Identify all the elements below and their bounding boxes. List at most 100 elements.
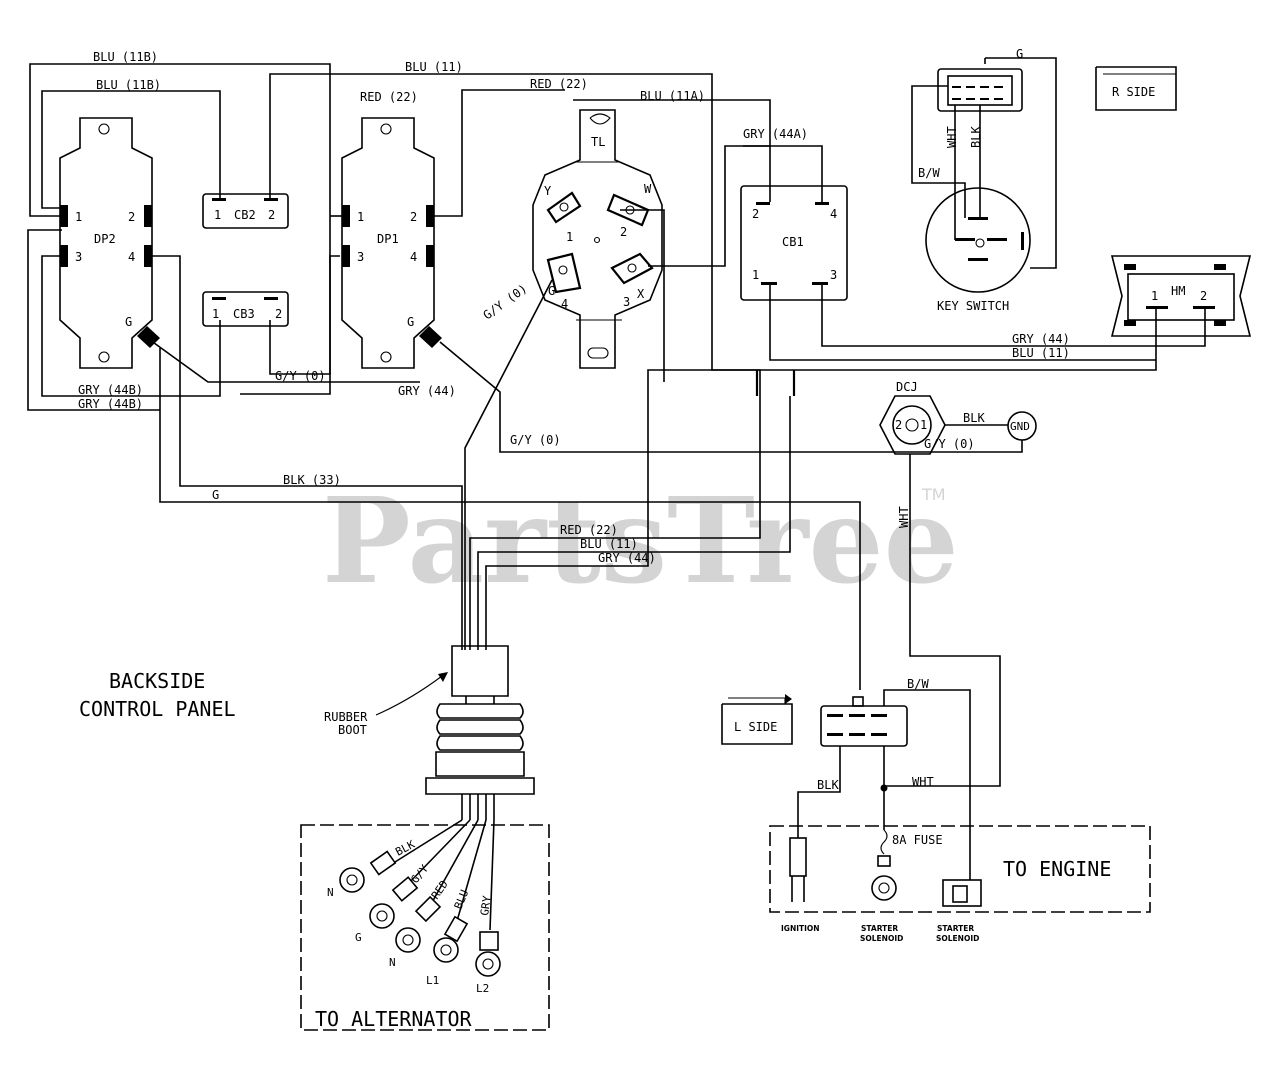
- key-switch-blk-wire: BLK: [969, 126, 983, 148]
- rubber-boot: RUBBER BOOT: [324, 645, 535, 795]
- label-blu-11a: BLU (11A): [640, 89, 705, 103]
- dp2-pin-3: 3: [75, 250, 82, 264]
- label-gy-0-mid: G/Y (0): [510, 433, 561, 447]
- solenoid-label-1: SOLENOID: [860, 934, 903, 943]
- fuse-label: 8A FUSE: [892, 833, 943, 847]
- dp1-pin-2: 2: [410, 210, 417, 224]
- l-side-tag: L SIDE: [721, 694, 793, 745]
- cb2-label: CB2: [234, 208, 256, 222]
- twist-lock-receptacle: TL Y W 1 2 G 4 3 X: [532, 109, 663, 369]
- terminal-l1: L1: [426, 974, 439, 987]
- label-gry-44-trunk: GRY (44): [598, 551, 656, 565]
- to-engine-box: TO ENGINE 8A FUSE IGNITION STARTER SOLEN…: [769, 825, 1151, 943]
- label-gy-0-dcj: G/Y (0): [924, 437, 975, 451]
- dcj-pin-1: 1: [920, 418, 927, 432]
- twist-lock-pin-4: 4: [561, 297, 568, 311]
- label-blu-11b-2: BLU (11B): [96, 78, 161, 92]
- dp1-pin-3: 3: [357, 250, 364, 264]
- to-alternator-label: TO ALTERNATOR: [315, 1007, 472, 1031]
- starter-label-1: STARTER: [861, 924, 898, 933]
- dp1-label: DP1: [377, 232, 399, 246]
- label-blu-11-hm: BLU (11): [1012, 346, 1070, 360]
- ground-gnd: GND: [1007, 411, 1037, 441]
- label-red-22-tl: RED (22): [530, 77, 588, 91]
- key-switch-bw-wire: B/W: [918, 166, 940, 180]
- dp2-label: DP2: [94, 232, 116, 246]
- backside-title-line2: CONTROL PANEL: [79, 697, 236, 721]
- alt-lead-gry: GRY: [478, 895, 494, 917]
- cb2-pin-2: 2: [268, 208, 275, 222]
- r-side-label: R SIDE: [1112, 85, 1155, 99]
- breaker-cb2: 1 CB2 2: [202, 193, 289, 229]
- l-side-label: L SIDE: [734, 720, 777, 734]
- label-gry-44a: GRY (44A): [743, 127, 808, 141]
- twist-lock-tl: TL: [591, 135, 605, 149]
- ignition-label: IGNITION: [781, 924, 820, 933]
- alternator-leads: [394, 794, 495, 931]
- label-red-22-dp1: RED (22): [360, 90, 418, 104]
- rubber-boot-label-1: RUBBER: [324, 710, 368, 724]
- cb3-label: CB3: [233, 307, 255, 321]
- engine-connector: B/W BLK WHT: [817, 677, 934, 792]
- hm-pin-2: 2: [1200, 289, 1207, 303]
- dp1-pin-1: 1: [357, 210, 364, 224]
- key-switch-g-wire: G: [1016, 47, 1023, 61]
- dp2-pin-2: 2: [128, 210, 135, 224]
- dc-jack-dcj: 2 1 DCJ: [879, 380, 946, 455]
- twist-lock-pin-1: 1: [566, 230, 573, 244]
- to-engine-label: TO ENGINE: [1003, 857, 1111, 881]
- receptacle-dp1: 1 2 3 4 DP1 G: [341, 117, 442, 369]
- terminal-l2: L2: [476, 982, 489, 995]
- solenoid-label-2: SOLENOID: [936, 934, 979, 943]
- key-switch: KEY SWITCH G B/W WHT BLK: [918, 47, 1031, 313]
- label-blk-gnd: BLK: [963, 411, 985, 425]
- wire-runs: [27, 57, 1206, 787]
- label-blu-11-trunk: BLU (11): [580, 537, 638, 551]
- dp2-pin-g: G: [125, 315, 132, 329]
- twist-lock-g: G: [548, 284, 555, 298]
- label-g-dp2: G: [212, 488, 219, 502]
- r-side-tag: R SIDE: [1095, 66, 1177, 111]
- engine-wht-wire: WHT: [912, 775, 934, 789]
- twist-lock-y: Y: [544, 184, 552, 198]
- alt-lead-blu: BLU: [452, 888, 471, 911]
- label-gry-44b-1: GRY (44B): [78, 383, 143, 397]
- hm-label: HM: [1171, 284, 1185, 298]
- backside-title-line1: BACKSIDE: [109, 669, 205, 693]
- engine-wires: [797, 689, 971, 880]
- terminal-g: G: [355, 931, 362, 944]
- breaker-cb1: 2 4 CB1 1 3: [740, 185, 848, 301]
- hour-meter-hm: 1 HM 2: [1110, 255, 1252, 337]
- dp1-pin-4: 4: [410, 250, 417, 264]
- label-gry-44-dp: GRY (44): [398, 384, 456, 398]
- label-blu-11-top: BLU (11): [405, 60, 463, 74]
- cb1-pin-1: 1: [752, 268, 759, 282]
- label-gry-44-hm: GRY (44): [1012, 332, 1070, 346]
- gnd-label: GND: [1010, 420, 1030, 433]
- label-wht-dcj: WHT: [897, 506, 911, 528]
- label-blu-11b-top: BLU (11B): [93, 50, 158, 64]
- dp1-pin-g: G: [407, 315, 414, 329]
- watermark-tm: TM: [921, 485, 946, 504]
- engine-bw-wire: B/W: [907, 677, 929, 691]
- key-switch-wht-wire: WHT: [945, 126, 959, 148]
- dcj-pin-2: 2: [895, 418, 902, 432]
- label-red-22-trunk: RED (22): [560, 523, 618, 537]
- cb1-pin-4: 4: [830, 207, 837, 221]
- to-alternator-box: TO ALTERNATOR N G N L1 L2 BLK G/Y RED BL…: [300, 824, 550, 1031]
- rubber-boot-label-2: BOOT: [338, 723, 367, 737]
- terminal-n-1: N: [327, 886, 334, 899]
- breaker-cb3: 1 CB3 2: [202, 291, 289, 327]
- dp2-pin-1: 1: [75, 210, 82, 224]
- key-switch-label: KEY SWITCH: [937, 299, 1009, 313]
- twist-lock-x: X: [637, 287, 645, 301]
- terminal-n-2: N: [389, 956, 396, 969]
- twist-lock-pin-3: 3: [623, 295, 630, 309]
- twist-lock-w: W: [644, 182, 652, 196]
- watermark: PartsTree: [322, 471, 959, 610]
- hm-pin-1: 1: [1151, 289, 1158, 303]
- cb1-pin-3: 3: [830, 268, 837, 282]
- cb3-pin-2: 2: [275, 307, 282, 321]
- twist-lock-pin-2: 2: [620, 225, 627, 239]
